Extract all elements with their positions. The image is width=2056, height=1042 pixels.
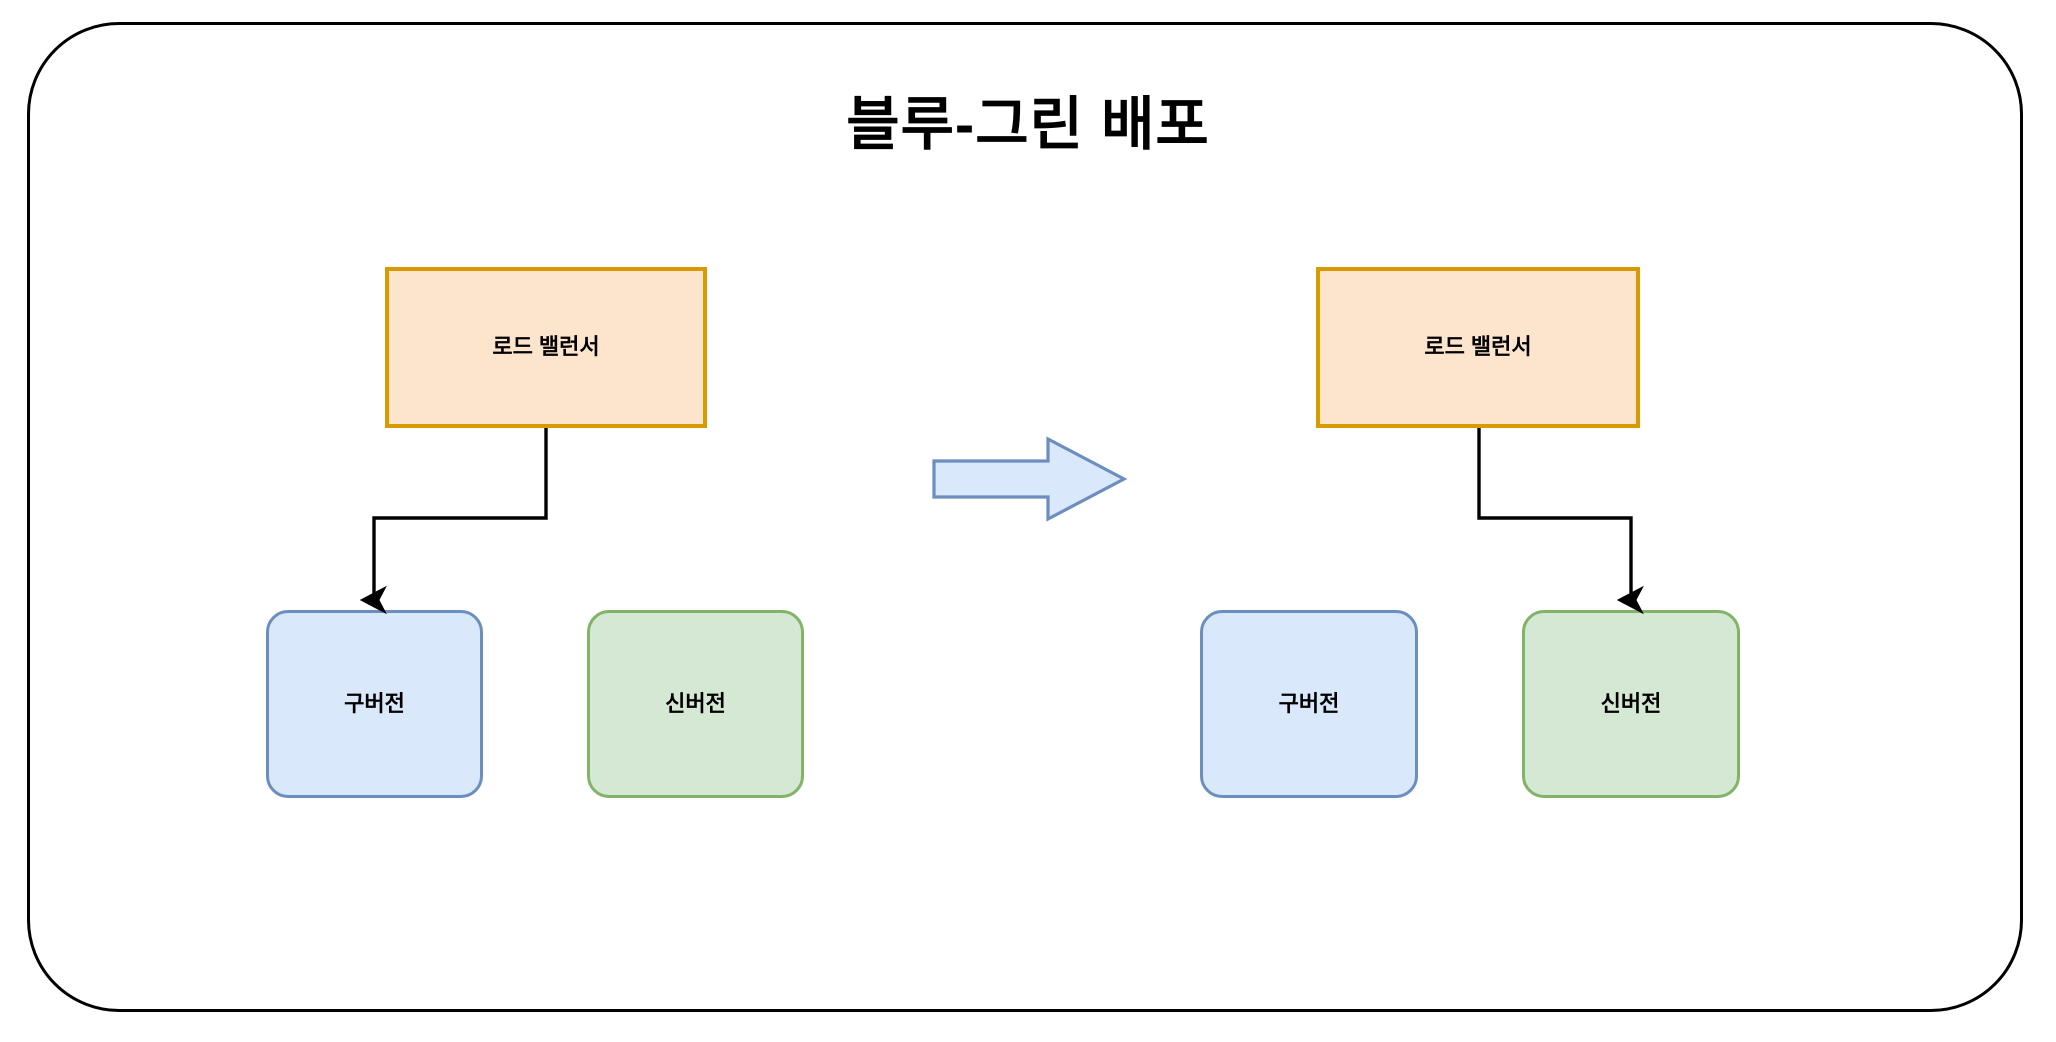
load-balancer-box-after[interactable]: 로드 밸런서	[1316, 267, 1640, 428]
old-version-box-before[interactable]: 구버전	[266, 610, 483, 798]
new-version-label-after: 신버전	[1600, 690, 1662, 716]
load-balancer-label-after: 로드 밸런서	[1424, 334, 1532, 360]
page-title: 블루-그린 배포	[846, 92, 1210, 157]
new-version-box-before[interactable]: 신버전	[587, 610, 804, 798]
diagram-outer-frame	[27, 22, 2023, 1012]
new-version-label-before: 신버전	[665, 690, 726, 716]
load-balancer-box-before[interactable]: 로드 밸런서	[385, 267, 707, 428]
old-version-label-before: 구버전	[344, 690, 405, 716]
new-version-box-after[interactable]: 신버전	[1522, 610, 1740, 798]
old-version-box-after[interactable]: 구버전	[1200, 610, 1418, 798]
transition-arrow-icon	[932, 436, 1128, 522]
old-version-label-after: 구버전	[1278, 690, 1340, 716]
load-balancer-label-before: 로드 밸런서	[492, 334, 600, 360]
